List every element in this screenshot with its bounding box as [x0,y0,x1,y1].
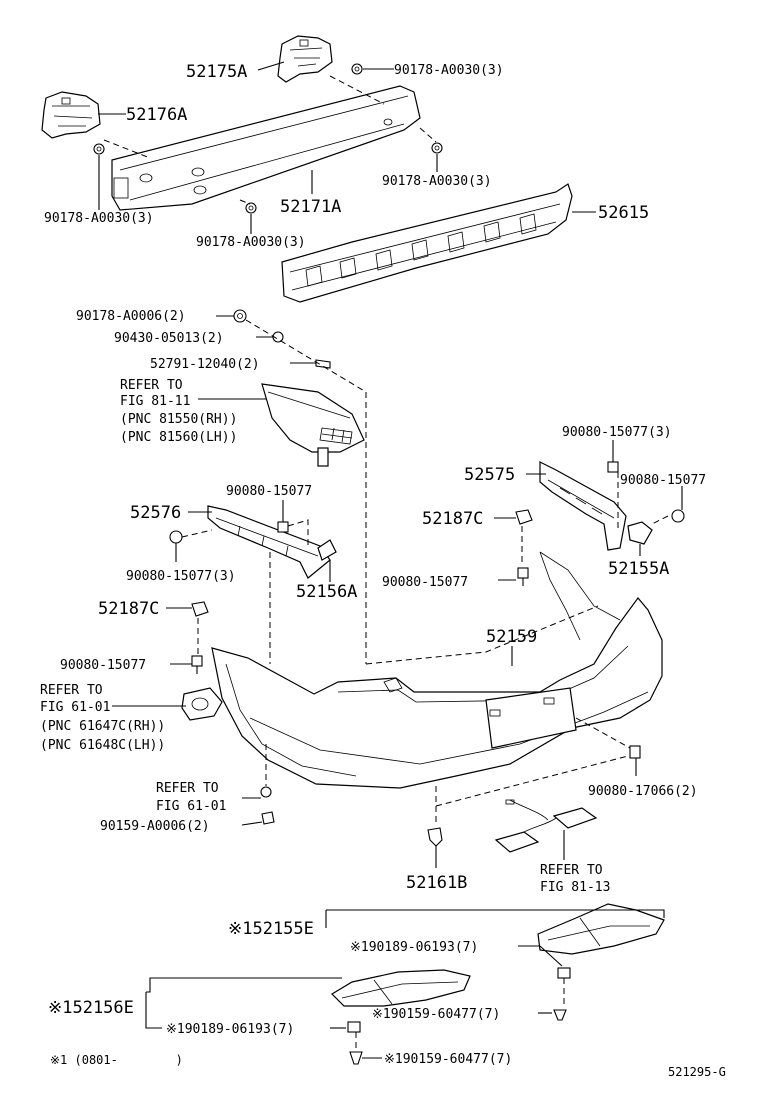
ref-81-11-line3: (PNC 81550(RH)) [120,412,237,427]
ref-81-11-line4: (PNC 81560(LH)) [120,430,237,445]
diagram-id: 521295-G [668,1065,726,1079]
label-90178-A0030-b: 90178-A0030(3) [382,174,492,189]
label-90178-A0006: 90178-A0006(2) [76,309,186,324]
screw-60477-b [349,1051,363,1065]
screw-60477-a [553,1009,567,1021]
fastener-06193-b [347,1021,361,1033]
bolt-right-90080 [517,567,529,586]
clip-52161B [427,827,443,847]
fastener-90178-A0006 [233,309,247,323]
label-90178-A0030-a: 90178-A0030(3) [394,63,504,78]
label-52171A: 52171A [280,197,341,217]
fastener-right-upper [607,461,619,473]
clip-52155A [627,521,653,545]
label-52159: 52159 [486,627,537,647]
bumper-cover-52159 [211,551,663,789]
label-90159-60477-b: ※190159-60477(7) [384,1052,512,1067]
bolt-52791-12040 [315,359,331,369]
reinforcement-52171A [111,85,421,211]
undercover-52155E [537,903,665,955]
nut-top-1 [351,63,363,75]
bolt-left-90080 [191,655,203,674]
rear-reflector-lamp [261,383,365,467]
label-90080-15077-rb: 90080-15077 [382,575,468,590]
label-90080-15077-3a: 90080-15077(3) [562,425,672,440]
label-52576: 52576 [130,503,181,523]
ref-61-01b-line1: REFER TO [156,781,219,796]
label-90159-A0006: 90159-A0006(2) [100,819,210,834]
ref-81-11-line1: REFER TO [120,378,183,393]
label-90080-17066: 90080-17066(2) [588,784,698,799]
fastener-06193-a [557,967,571,979]
label-90080-15077-3b: 90080-15077(3) [126,569,236,584]
label-90189-06193-a: ※190189-06193(7) [350,940,478,955]
footnote: ※1 (0801- ) [50,1053,183,1067]
ref-61-01-line3: (PNC 61647C(RH)) [40,719,165,734]
label-90080-15077-l: 90080-15077 [226,484,312,499]
bracket-52175A [277,35,333,83]
label-52176A: 52176A [126,105,187,125]
fastener-left-upper [277,521,289,533]
fastener-right-side [671,509,685,523]
ref-81-11-line2: FIG 81-11 [120,394,190,409]
label-52155A: 52155A [608,559,669,579]
label-90159-60477-a: ※190159-60477(7) [372,1007,500,1022]
label-52575: 52575 [464,465,515,485]
absorber-52615 [281,183,573,303]
fastener-left-side [169,530,183,544]
label-52175A: 52175A [186,62,247,82]
label-90189-06193-b: ※190189-06193(7) [166,1022,294,1037]
label-52791-12040: 52791-12040(2) [150,357,260,372]
undercover-52156E [331,969,471,1007]
label-52156A: 52156A [296,582,357,602]
label-90178-A0030-c: 90178-A0030(3) [44,211,154,226]
label-90080-15077-r: 90080-15077 [620,473,706,488]
label-90178-A0030-d: 90178-A0030(3) [196,235,306,250]
ref-61-01-line4: (PNC 61648C(LH)) [40,738,165,753]
retainer-52576 [207,505,331,579]
clip-52187C-right [515,509,533,525]
nut-top-4 [245,202,257,214]
ref-81-13-line1: REFER TO [540,863,603,878]
label-90430-05013: 90430-05013(2) [114,331,224,346]
label-52187C-left: 52187C [98,599,159,619]
ref-81-13-line2: FIG 81-13 [540,880,610,895]
ref-61-01-line1: REFER TO [40,683,103,698]
clip-52156A [317,539,337,561]
retainer-52575 [539,461,627,551]
bolt-90159-A0006 [260,786,275,825]
label-52187C-right: 52187C [422,509,483,529]
label-52161B: 52161B [406,873,467,893]
label-52155E: ※152155E [228,919,314,939]
nut-top-3 [93,143,105,155]
nut-90080-17066 [629,745,641,759]
license-plate-lamps [494,799,598,853]
label-52156E: ※152156E [48,998,134,1018]
label-52615: 52615 [598,203,649,223]
ref-61-01b-line2: FIG 61-01 [156,799,226,814]
nut-top-2 [431,142,443,154]
label-90080-15077-lb: 90080-15077 [60,658,146,673]
bracket-52176A [41,91,101,139]
ref-61-01-line2: FIG 61-01 [40,700,110,715]
side-reflector-61-01 [181,687,223,721]
clip-52187C-left [191,601,209,617]
